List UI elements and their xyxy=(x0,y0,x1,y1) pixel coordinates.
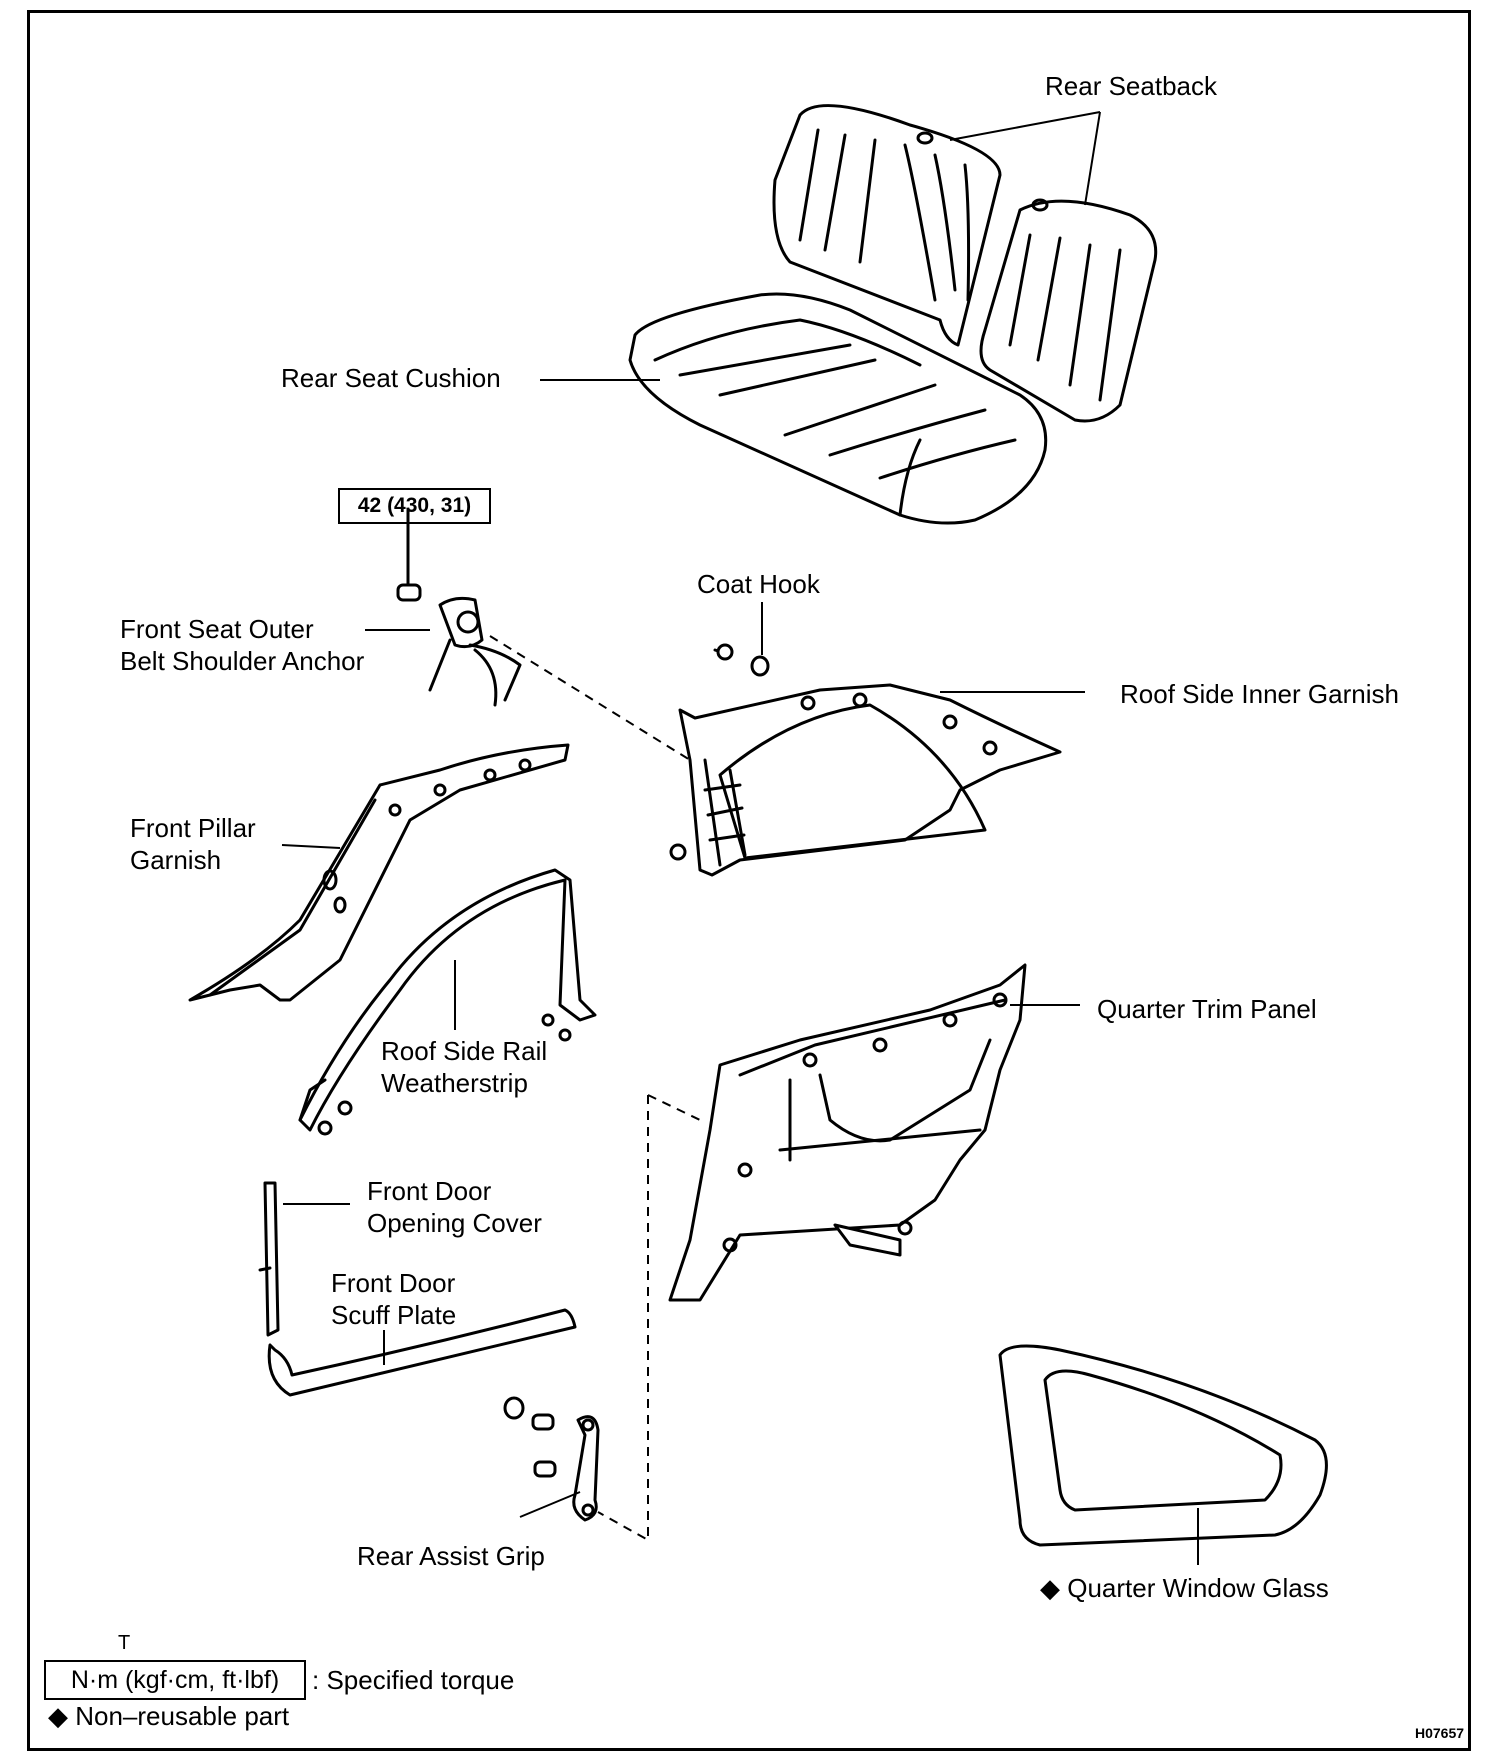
label-front-door-scuff-plate: Front Door Scuff Plate xyxy=(331,1268,457,1330)
roof-side-rail-weatherstrip xyxy=(298,868,597,1136)
figure-code: H07657 xyxy=(1415,1725,1465,1741)
leader-rear-seatback-b xyxy=(1084,111,1101,206)
front-pillar-garnish xyxy=(188,743,570,1002)
front-door-opening-cover xyxy=(258,1181,280,1337)
label-quarter-window-glass: ◆ Quarter Window Glass xyxy=(1040,1572,1329,1604)
leader-rear-assist-grip xyxy=(519,1491,581,1518)
roof-side-inner-garnish xyxy=(669,643,1062,877)
quarter-window-glass xyxy=(998,1344,1328,1547)
dashed-line-panel xyxy=(647,1094,701,1121)
dashed-line-anchor xyxy=(489,635,691,761)
label-rear-assist-grip: Rear Assist Grip xyxy=(357,1541,545,1571)
quarter-window-glass-text: Quarter Window Glass xyxy=(1067,1573,1329,1603)
front-door-scuff-plate xyxy=(267,1308,577,1397)
dashed-line-grip xyxy=(597,1095,649,1542)
rear-seatback-right xyxy=(979,198,1158,423)
torque-spec-box: 42 (430, 31) xyxy=(338,488,491,524)
label-front-door-opening-cover: Front Door Opening Cover xyxy=(367,1176,542,1238)
label-front-seat-outer-belt-shoulder-anchor: Front Seat Outer Belt Shoulder Anchor xyxy=(120,614,365,676)
legend-non-reusable: ◆ Non–reusable part xyxy=(48,1700,289,1732)
label-rear-seat-cushion: Rear Seat Cushion xyxy=(281,363,501,393)
leader-rear-seatback-a xyxy=(949,111,1101,141)
label-front-pillar-garnish: Front Pillar Garnish xyxy=(130,813,256,875)
label-rear-seatback: Rear Seatback xyxy=(1045,71,1217,101)
label-coat-hook: Coat Hook xyxy=(697,569,820,599)
label-quarter-trim-panel: Quarter Trim Panel xyxy=(1097,994,1317,1024)
legend-non-reusable-text: Non–reusable part xyxy=(75,1701,290,1731)
diamond-icon: ◆ xyxy=(48,1701,68,1731)
label-roof-side-inner-garnish: Roof Side Inner Garnish xyxy=(1120,679,1399,709)
quarter-trim-panel xyxy=(668,963,1027,1302)
label-roof-side-rail-weatherstrip: Roof Side Rail Weatherstrip xyxy=(381,1036,548,1098)
legend-t-mark: T xyxy=(118,1632,131,1654)
rear-seatback-left xyxy=(772,104,1002,347)
leader-front-pillar-garnish xyxy=(281,844,341,849)
rear-seat-cushion xyxy=(628,292,1048,525)
belt-shoulder-anchor xyxy=(396,508,522,707)
legend-torque-unit-box: N·m (kgf·cm, ft·lbf) xyxy=(44,1660,306,1700)
diamond-icon: ◆ xyxy=(1040,1573,1060,1603)
legend-torque-desc: : Specified torque xyxy=(312,1665,515,1695)
rear-assist-grip xyxy=(503,1396,600,1522)
